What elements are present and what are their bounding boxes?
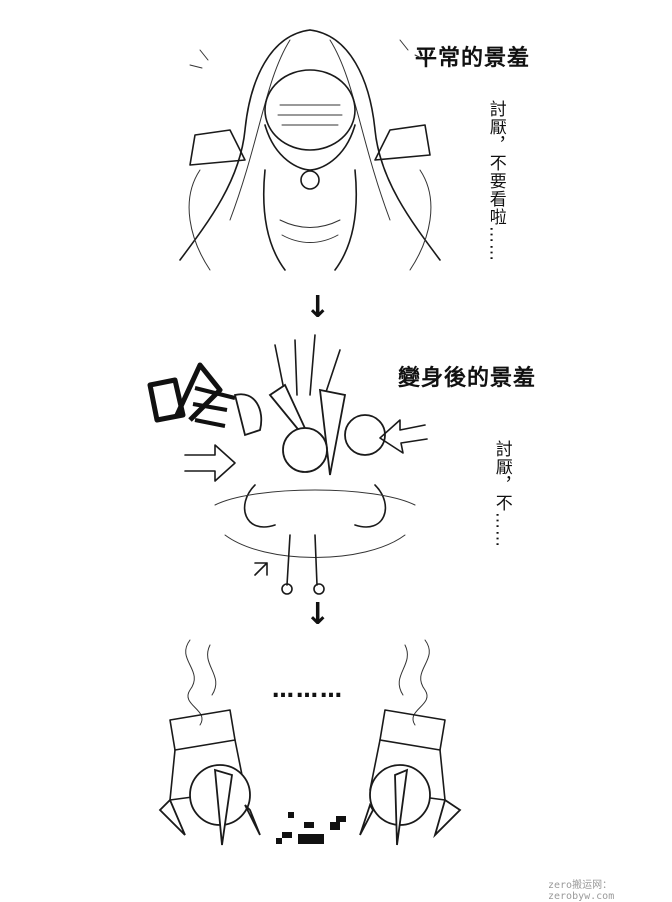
arrow-down-icon: ↓ [305, 290, 331, 325]
transformed-girl-illustration [184, 334, 428, 595]
shy-girl-illustration [179, 29, 441, 271]
panel-1-speech: 討厭，不要看啦…… [485, 100, 506, 262]
arrow-down-icon: ↓ [305, 597, 331, 632]
panel-2-speech: 討厭，不…… [491, 440, 512, 548]
sfx-thud [147, 362, 236, 428]
watermark: zero搬运网：zerobyw.com [548, 880, 615, 902]
pixel-debris [276, 812, 346, 844]
right-gauntlet-illustration [359, 639, 462, 846]
panel-1-title: 平常的景羞 [415, 46, 531, 71]
panel-3-ellipsis: ……… [272, 678, 344, 703]
left-gauntlet-illustration [158, 639, 261, 846]
panel-2-title: 變身後的景羞 [398, 366, 537, 391]
